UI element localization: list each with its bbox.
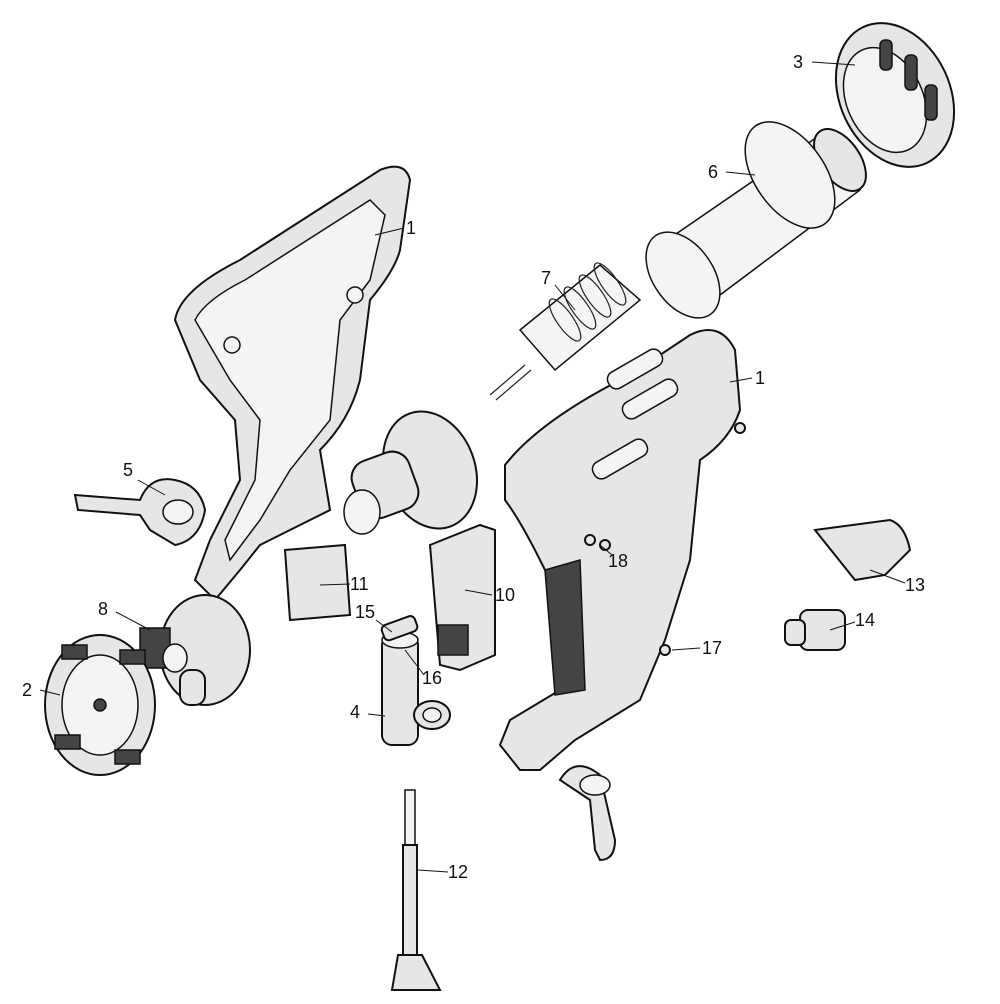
screws: [584, 422, 746, 656]
leader-lines: [39, 61, 906, 873]
callout-labels: 3 6 1 7 1 5 11 10 8 13 14 15 16 17 18 2 …: [22, 52, 925, 882]
callout-6: 6: [708, 162, 718, 182]
callout-5: 5: [123, 460, 133, 480]
part-5-stand-clip: [73, 478, 207, 547]
part-3-nozzle-grille: [834, 22, 956, 168]
part-12-power-cord: [390, 789, 442, 991]
part-8-fan-motor: [139, 594, 251, 706]
part-6-heating-tube: [645, 121, 867, 319]
callout-11: 11: [350, 574, 369, 594]
callout-14: 14: [855, 610, 875, 630]
callout-12: 12: [448, 862, 468, 882]
callout-18: 18: [608, 551, 628, 571]
part-1-right-housing: [498, 329, 742, 771]
callout-10: 10: [495, 585, 515, 605]
callout-1-left: 1: [406, 218, 416, 238]
callout-17: 17: [702, 638, 722, 658]
part-14-reducer-nozzle: [784, 609, 846, 651]
part-2-rear-cover: [44, 634, 156, 776]
callout-8: 8: [98, 599, 108, 619]
part-1-left-housing: [173, 165, 412, 602]
callout-16: 16: [422, 668, 442, 688]
callout-2: 2: [22, 680, 32, 700]
motor-assembly: [343, 410, 479, 535]
part-10-control-board: [428, 523, 496, 672]
callout-4: 4: [350, 702, 360, 722]
part-15-16-connector: [380, 615, 419, 642]
part-11-plate: [283, 543, 352, 622]
part-7-heating-element: [489, 262, 642, 401]
right-stand-clip: [558, 765, 617, 862]
callout-3: 3: [793, 52, 803, 72]
part-13-flat-nozzle: [813, 518, 912, 582]
part-4-switch: [381, 631, 451, 746]
callout-7: 7: [541, 268, 551, 288]
callout-13: 13: [905, 575, 925, 595]
callout-15: 15: [355, 602, 375, 622]
callout-1-right: 1: [755, 368, 765, 388]
